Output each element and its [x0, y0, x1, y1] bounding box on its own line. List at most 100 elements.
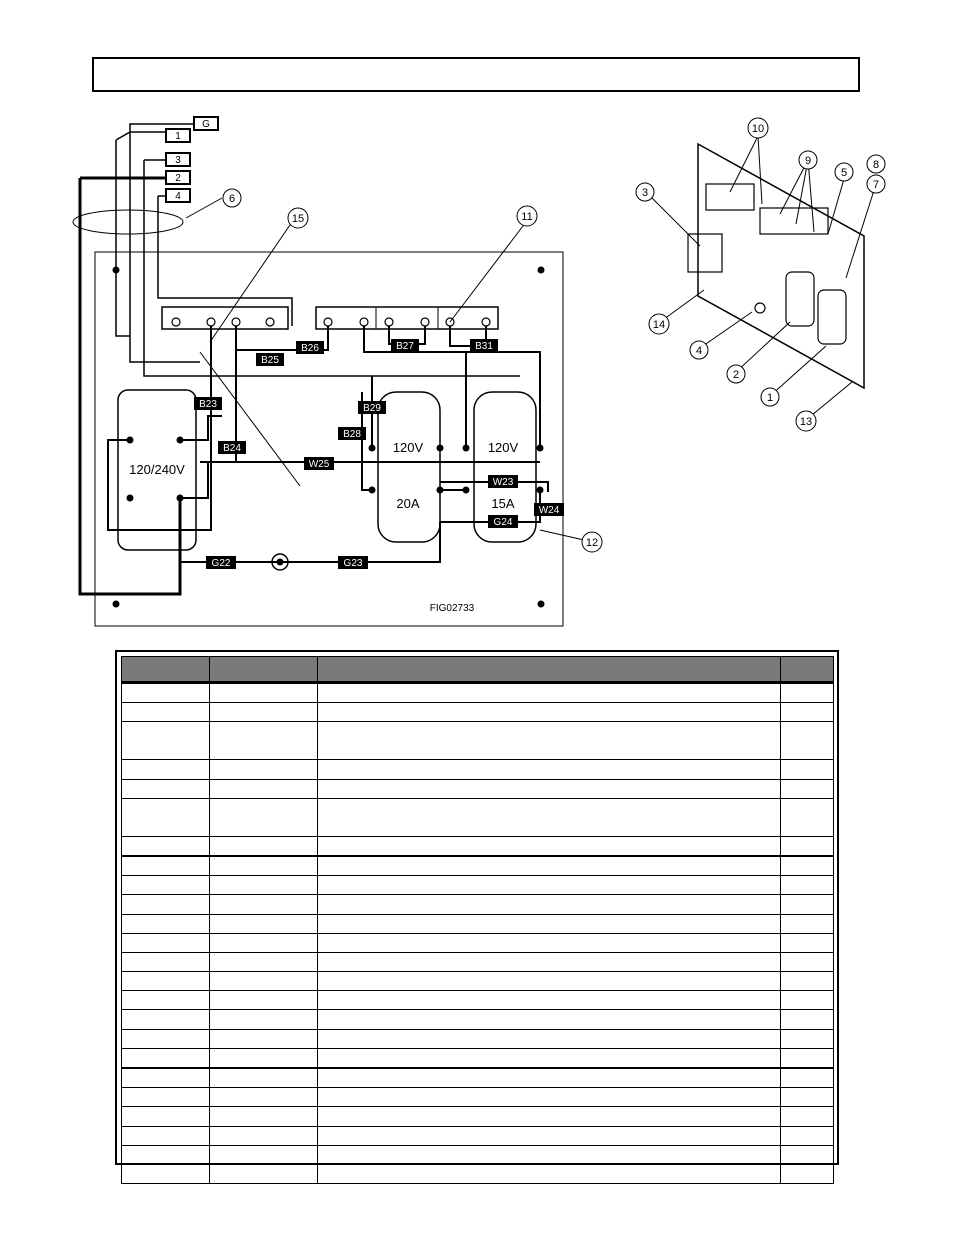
table-cell — [209, 1047, 318, 1069]
table-cell — [121, 875, 210, 896]
wire-label-g: G — [202, 119, 210, 130]
table-cell — [209, 1009, 318, 1030]
table-cell — [317, 797, 781, 837]
table-cell — [121, 1125, 210, 1146]
table-row — [121, 835, 834, 857]
table-row — [121, 951, 834, 973]
table-cell — [121, 913, 210, 934]
column-header — [121, 656, 210, 683]
wire-label-group: G 1 3 2 4 B25 B26 B27 B31 B23 B24 B28 B2… — [165, 116, 564, 569]
table-cell — [317, 894, 781, 915]
callout-15: 15 — [292, 213, 304, 225]
panel-outline — [94, 251, 564, 627]
table-cell — [209, 1067, 318, 1089]
table-cell — [317, 759, 781, 780]
table-cell — [121, 797, 210, 837]
table-cell — [121, 759, 210, 780]
table-cell — [780, 971, 834, 992]
table-cell — [209, 951, 318, 973]
table-cell — [121, 1028, 210, 1049]
table-cell — [780, 1125, 834, 1146]
callout-13: 13 — [800, 416, 812, 428]
wire-label-b24: B24 — [223, 443, 241, 454]
table-cell — [317, 1106, 781, 1127]
wire-label-w23: W23 — [493, 477, 514, 488]
table-row — [121, 702, 834, 723]
table-cell — [209, 1028, 318, 1049]
table-row — [121, 1144, 834, 1165]
callout-6: 6 — [229, 193, 235, 205]
callout-9: 9 — [805, 155, 811, 167]
table-cell — [317, 875, 781, 896]
column-header — [780, 656, 834, 683]
table-cell — [780, 759, 834, 780]
cable-bundle-ellipse — [72, 209, 184, 235]
table-cell — [317, 1087, 781, 1108]
table-cell — [209, 835, 318, 857]
table-row — [121, 894, 834, 915]
table-row — [121, 1087, 834, 1108]
column-header — [209, 656, 318, 683]
table-cell — [780, 721, 834, 761]
table-cell — [780, 990, 834, 1011]
receptacle-15a — [473, 391, 537, 543]
callout-7: 7 — [873, 179, 879, 191]
table-cell — [780, 932, 834, 953]
callout-11: 11 — [521, 211, 532, 223]
table-cell — [209, 913, 318, 934]
wire-label-b28: B28 — [343, 429, 361, 440]
table-cell — [209, 932, 318, 953]
table-cell — [780, 894, 834, 915]
table-cell — [317, 913, 781, 934]
table-cell — [209, 855, 318, 877]
table-cell — [317, 990, 781, 1011]
table-cell — [209, 990, 318, 1011]
table-cell — [121, 702, 210, 723]
table-cell — [209, 894, 318, 915]
callout-1: 1 — [767, 392, 773, 404]
table-cell — [209, 702, 318, 723]
table-cell — [121, 1106, 210, 1127]
table-cell — [780, 797, 834, 837]
wiring-diagram: G 1 3 2 4 B25 B26 B27 B31 B23 B24 B28 B2… — [72, 116, 886, 627]
table-cell — [121, 990, 210, 1011]
receptacle-mid-voltage: 120V — [393, 440, 424, 455]
table-cell — [317, 951, 781, 973]
table-cell — [317, 835, 781, 857]
callout-10: 10 — [752, 123, 764, 135]
callout-3: 3 — [642, 187, 648, 199]
parts-grid — [121, 656, 834, 1185]
table-cell — [317, 1144, 781, 1165]
table-cell — [780, 835, 834, 857]
table-row — [121, 932, 834, 953]
callout-5: 5 — [841, 167, 847, 179]
table-cell — [209, 1106, 318, 1127]
table-cell — [780, 1009, 834, 1030]
table-cell — [121, 971, 210, 992]
header-title-box — [92, 57, 860, 92]
wire-label-1: 1 — [175, 131, 181, 142]
figure-id: FIG02733 — [430, 603, 475, 614]
component-panel — [697, 142, 865, 390]
table-cell — [780, 702, 834, 723]
wire-label-g22: G22 — [212, 558, 231, 569]
callout-14: 14 — [653, 319, 665, 331]
table-cell — [780, 1087, 834, 1108]
table-cell — [317, 778, 781, 799]
table-cell — [780, 913, 834, 934]
table-cell — [209, 1087, 318, 1108]
table-cell — [209, 721, 318, 761]
table-header-row — [121, 656, 834, 683]
table-cell — [780, 1144, 834, 1165]
table-cell — [317, 855, 781, 877]
wire-label-b31: B31 — [475, 341, 493, 352]
table-cell — [209, 875, 318, 896]
table-cell — [780, 1163, 834, 1185]
table-cell — [317, 680, 781, 704]
wire-label-g24: G24 — [494, 517, 513, 528]
table-cell — [317, 721, 781, 761]
table-cell — [317, 1067, 781, 1089]
table-cell — [121, 894, 210, 915]
table-cell — [209, 971, 318, 992]
wire-label-w24: W24 — [539, 505, 560, 516]
